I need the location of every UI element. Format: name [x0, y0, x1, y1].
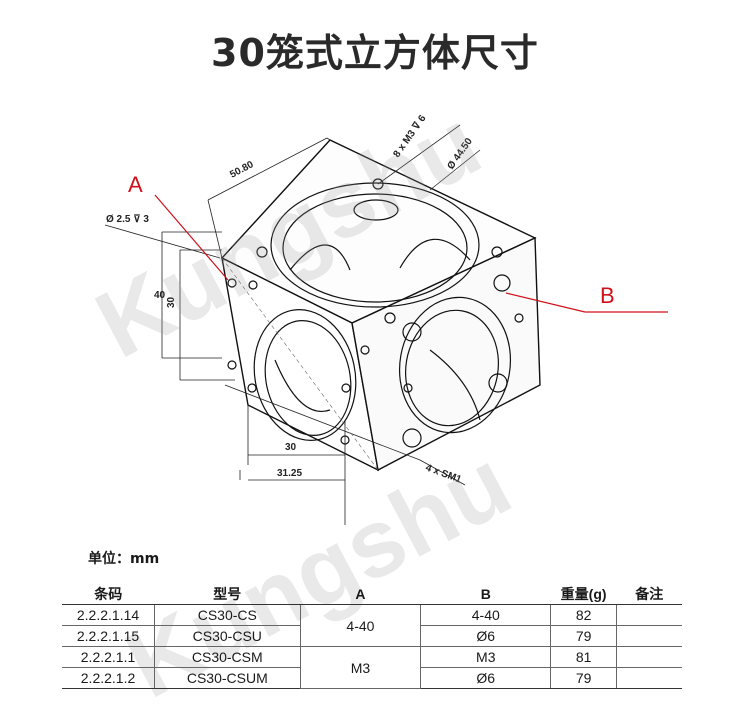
cell-code: 2.2.2.1.1 [62, 646, 155, 668]
leader-lines [154, 194, 668, 313]
dim-bore: Ø 44.50 [445, 136, 475, 172]
cell-model: CS30-CSM [154, 646, 301, 668]
cell-weight: 81 [550, 646, 617, 668]
page-title: 30笼式立方体尺寸 [211, 31, 539, 75]
cell-model: CS30-CSUM [154, 667, 301, 689]
header-note: 备注 [616, 584, 682, 605]
top-bore [256, 178, 503, 324]
cell-note [616, 604, 682, 626]
dim-width-outer: 31.25 [277, 468, 302, 479]
dim-pin-hole: Ø 2.5 ⊽ 3 [106, 214, 149, 225]
dim-height-outer: 40 [154, 290, 166, 301]
cell-weight: 79 [550, 625, 617, 647]
label-b: B [600, 283, 615, 308]
cell-note [616, 667, 682, 689]
cell-code: 2.2.2.1.14 [62, 604, 155, 626]
header-model: 型号 [154, 584, 301, 605]
cage-cube-drawing: A B 50.80 40 30 30 31.25 8 x M3 ⊽ 6 Ø 44… [104, 113, 668, 525]
cell-a: 4-40 [299, 604, 421, 647]
cell-b: Ø6 [420, 625, 551, 647]
table-row: 2.2.2.1.1 CS30-CSM M3 M3 81 [62, 646, 682, 689]
dim-width-inner: 30 [285, 442, 297, 453]
cell-code: 2.2.2.1.15 [62, 625, 155, 647]
cell-b: 4-40 [420, 604, 551, 626]
spec-table: 条码 型号 A B 重量(g) 备注 2.2.2.1.14 CS30-CS 4-… [62, 584, 682, 689]
header-weight: 重量(g) [550, 584, 617, 605]
dim-height-inner: 30 [166, 296, 177, 308]
right-bore [360, 274, 524, 448]
cell-weight: 82 [550, 604, 617, 626]
table-row: 2.2.2.1.15 CS30-CSU Ø6 79 [62, 625, 682, 647]
cell-b: M3 [420, 646, 551, 668]
cell-note [616, 646, 682, 668]
unit-label: 单位：mm [88, 551, 160, 567]
label-a: A [128, 172, 143, 197]
dim-side-thread: 4 x SM1 [424, 462, 463, 485]
cube-outline [220, 139, 541, 472]
dim-thread-top: 8 x M3 ⊽ 6 [391, 113, 428, 160]
header-b: B [420, 584, 551, 605]
cell-weight: 79 [550, 667, 617, 689]
cell-model: CS30-CS [154, 604, 301, 626]
cell-note [616, 625, 682, 647]
cell-model: CS30-CSU [154, 625, 301, 647]
cell-code: 2.2.2.1.2 [62, 667, 155, 689]
table-row: 2.2.2.1.2 CS30-CSUM Ø6 79 [62, 667, 682, 689]
cell-a: M3 [299, 646, 421, 689]
cell-b: Ø6 [420, 667, 551, 689]
header-code: 条码 [62, 584, 155, 605]
table-row: 2.2.2.1.14 CS30-CS 4-40 4-40 82 [62, 604, 682, 647]
header-a: A [300, 584, 421, 605]
dimension-lines [104, 124, 481, 525]
left-bore [227, 278, 357, 445]
